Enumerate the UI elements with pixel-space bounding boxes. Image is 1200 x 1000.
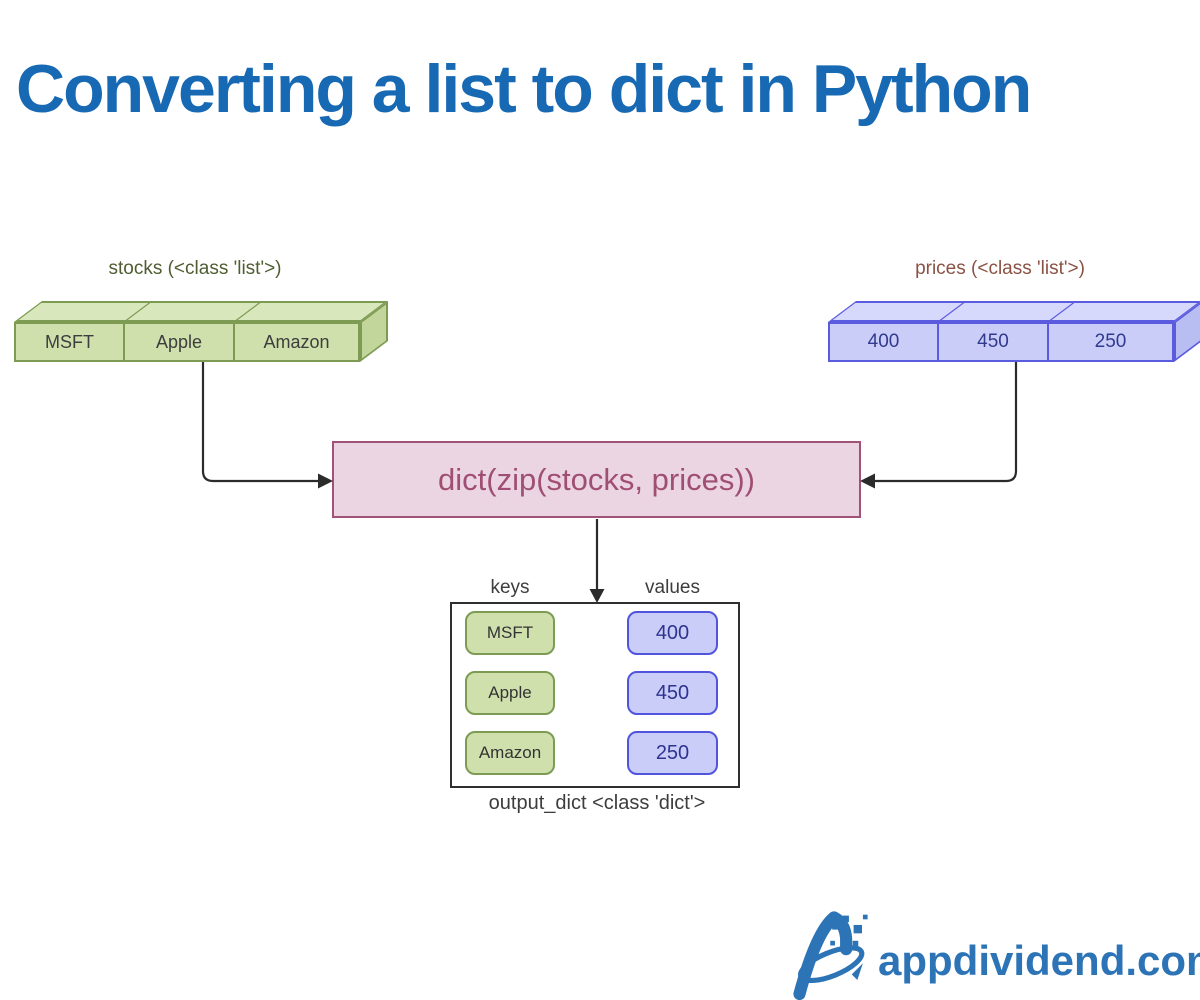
arrowhead-left-icon: [860, 473, 875, 489]
stocks-item: Apple: [125, 324, 235, 360]
output-dict-caption: output_dict <class 'dict'>: [488, 792, 706, 814]
stocks-list-top-face: [14, 301, 388, 322]
prices-item: 250: [1094, 331, 1127, 352]
operation-box: dict(zip(stocks, prices)): [332, 441, 861, 518]
dict-value: 250: [627, 731, 718, 775]
dict-key: Apple: [465, 671, 555, 715]
values-column-header: values: [645, 577, 700, 598]
arrow-prices-to-operation: [874, 362, 1018, 483]
dict-value: 450: [627, 671, 718, 715]
dict-key: Amazon: [465, 731, 555, 775]
watermark-site-text: appdividend.com: [878, 937, 1200, 984]
page-title: Converting a list to dict in Python: [16, 51, 1032, 127]
prices-list-label: prices (<class 'list'>): [915, 258, 1085, 279]
arrow-stocks-to-operation: [201, 362, 319, 483]
dict-key: MSFT: [465, 611, 555, 655]
stocks-list-label: stocks (<class 'list'>): [108, 258, 282, 279]
arrowhead-right-icon: [318, 473, 333, 489]
arrowhead-down-icon: [589, 589, 605, 603]
appdividend-logo-icon: [793, 911, 868, 1000]
stocks-item: MSFT: [16, 324, 125, 360]
stocks-list-front-face: MSFT Apple Amazon: [14, 322, 360, 362]
stocks-item: Amazon: [263, 331, 330, 352]
prices-list-front-face: 400 450 250: [828, 322, 1174, 362]
dict-value: 400: [627, 611, 718, 655]
prices-list-top-face: [828, 301, 1200, 322]
keys-column-header: keys: [490, 577, 530, 598]
prices-item: 450: [939, 324, 1049, 360]
prices-item: 400: [830, 324, 939, 360]
operation-expression: dict(zip(stocks, prices)): [438, 461, 755, 497]
